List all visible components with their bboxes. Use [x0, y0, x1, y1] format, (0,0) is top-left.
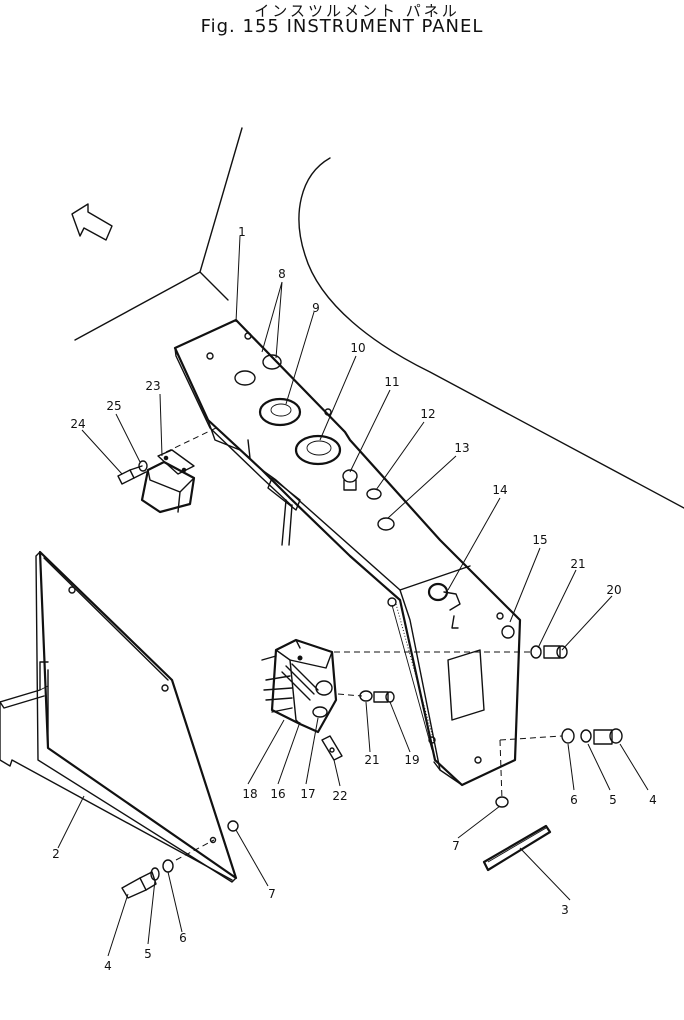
callout-21-upper: 21	[570, 557, 585, 571]
callout-21-lower: 21	[364, 753, 379, 767]
callout-10: 10	[350, 341, 365, 355]
front-direction-arrow-icon	[71, 203, 113, 241]
cab-outline	[74, 127, 684, 509]
callout-24: 24	[70, 417, 85, 431]
assembly-lines	[165, 427, 563, 861]
switch-box-assembly	[261, 638, 338, 734]
callout-25: 25	[106, 399, 121, 413]
callout-11: 11	[384, 375, 399, 389]
screw-part-24	[117, 460, 148, 485]
callout-7-left: 7	[268, 887, 276, 901]
figure-title: Fig. 155 INSTRUMENT PANEL	[200, 16, 484, 37]
callout-6-left: 6	[179, 931, 187, 945]
callout-2: 2	[52, 847, 60, 861]
instrument-panel-part-1	[173, 318, 522, 787]
gauge-and-switch-group	[234, 354, 461, 629]
callout-4-left: 4	[104, 959, 112, 973]
callout-5-left: 5	[144, 947, 152, 961]
callout-18: 18	[242, 787, 257, 801]
relay-box-part-23	[140, 449, 196, 514]
callout-16: 16	[270, 787, 285, 801]
callout-labels: 1 2 3 4 4 5 5 6 6 7 7 8 9 10 11 12 13 14…	[52, 225, 657, 973]
callout-19: 19	[404, 753, 419, 767]
callout-15: 15	[532, 533, 547, 547]
callout-14: 14	[492, 483, 507, 497]
callout-20: 20	[606, 583, 621, 597]
figure-title-japanese: インスツルメント パネル	[254, 2, 460, 20]
callout-3: 3	[561, 903, 569, 917]
callout-22: 22	[332, 789, 347, 803]
callout-7-right: 7	[452, 839, 460, 853]
callout-6-right: 6	[570, 793, 578, 807]
callout-23: 23	[145, 379, 160, 393]
bar-part-3	[482, 824, 552, 872]
fasteners-right	[359, 625, 623, 808]
side-cover-part-2	[0, 550, 238, 883]
callout-1: 1	[238, 225, 246, 239]
callout-8: 8	[278, 267, 286, 281]
callout-4-right: 4	[649, 793, 657, 807]
callout-5-right: 5	[609, 793, 617, 807]
callout-12: 12	[420, 407, 435, 421]
callout-9: 9	[312, 301, 320, 315]
callout-17: 17	[300, 787, 315, 801]
bracket-part-22	[321, 735, 343, 761]
callout-13: 13	[454, 441, 469, 455]
leader-lines	[57, 235, 649, 957]
